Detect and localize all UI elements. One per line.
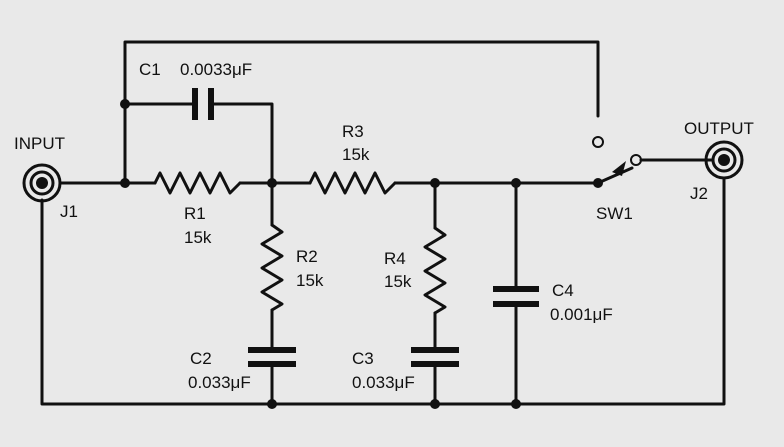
bypass-wire xyxy=(123,40,600,118)
junction-c4 xyxy=(511,178,521,188)
c1-name-label: C1 xyxy=(139,60,161,79)
j1-jack-ring xyxy=(29,170,55,196)
junction-sw1 xyxy=(593,178,603,188)
junction-ground-c3 xyxy=(430,399,440,409)
c4-value-label: 0.001μF xyxy=(550,305,613,324)
j2-jack-ring xyxy=(711,147,737,173)
c3-value-label: 0.033μF xyxy=(352,373,415,392)
r4-name-label: R4 xyxy=(384,249,406,268)
c3-name-label: C3 xyxy=(352,349,374,368)
ground-return-wire xyxy=(40,176,726,406)
r3-value-label: 15k xyxy=(342,145,370,164)
j2-label: J2 xyxy=(690,184,708,203)
j1-label: J1 xyxy=(60,202,78,221)
r4-value-label: 15k xyxy=(384,272,412,291)
sw1-contact-top xyxy=(592,136,604,148)
j1-jack-outer xyxy=(22,163,62,203)
junction-ground-c2 xyxy=(267,399,277,409)
r2-name-label: R2 xyxy=(296,247,318,266)
j2-jack-center xyxy=(718,154,730,166)
sw1-label: SW1 xyxy=(596,204,633,223)
j1-jack-center xyxy=(36,177,48,189)
c2-value-label: 0.033μF xyxy=(188,373,251,392)
c1-value-label: 0.0033μF xyxy=(180,60,253,79)
r3-name-label: R3 xyxy=(342,122,364,141)
junction-input-top xyxy=(120,99,130,109)
c1-right-wire xyxy=(211,102,274,185)
r1-resistor xyxy=(153,171,242,195)
output-label: OUTPUT xyxy=(684,119,754,138)
r2-resistor xyxy=(260,223,284,312)
sw1-arrow-icon xyxy=(612,161,626,176)
junction-r1-r3 xyxy=(267,178,277,188)
c4-name-label: C4 xyxy=(552,281,574,300)
input-label: INPUT xyxy=(14,134,65,153)
r1-value-label: 15k xyxy=(184,228,212,247)
junction-r4 xyxy=(430,178,440,188)
r1-name-label: R1 xyxy=(184,204,206,223)
r4-resistor xyxy=(423,226,447,315)
junction-ground-c4 xyxy=(511,399,521,409)
j2-jack-outer xyxy=(704,140,744,180)
r2-value-label: 15k xyxy=(296,271,324,290)
c2-name-label: C2 xyxy=(190,349,212,368)
r3-resistor xyxy=(308,171,397,195)
sw1-blade xyxy=(596,166,634,185)
junction-input xyxy=(120,178,130,188)
